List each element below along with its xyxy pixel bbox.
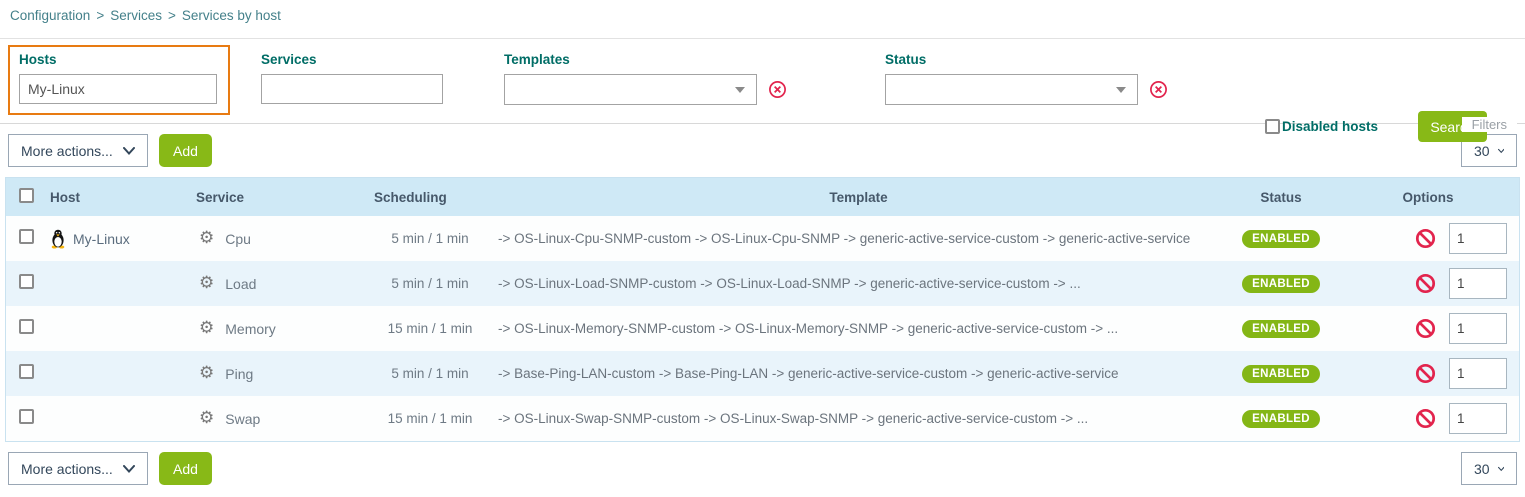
gear-icon: ⚙: [199, 365, 215, 382]
clear-templates-filter-icon[interactable]: [768, 80, 787, 99]
gear-icon: ⚙: [199, 320, 215, 337]
breadcrumb-item-services[interactable]: Services: [110, 8, 162, 23]
status-filter-group: Status: [885, 52, 1168, 105]
status-badge: ENABLED: [1242, 230, 1320, 248]
table-row: ⚙ Load 5 min / 1 min -> OS-Linux-Load-SNM…: [6, 261, 1519, 306]
column-header-status[interactable]: Status: [1260, 189, 1302, 205]
service-name[interactable]: Memory: [225, 320, 276, 337]
chevron-down-icon: [1497, 466, 1504, 471]
status-badge: ENABLED: [1242, 320, 1320, 338]
row-checkbox[interactable]: [19, 408, 34, 424]
duplicate-count-input[interactable]: [1449, 223, 1507, 254]
status-filter-select[interactable]: [885, 74, 1138, 105]
template-chain: -> OS-Linux-Swap-SNMP-custom -> OS-Linux…: [498, 411, 1089, 426]
filters-tab-label: Filters: [1461, 117, 1517, 132]
row-checkbox[interactable]: [19, 363, 34, 379]
column-header-host[interactable]: Host: [50, 189, 80, 205]
disable-service-icon[interactable]: [1415, 318, 1436, 339]
template-chain: -> Base-Ping-LAN-custom -> Base-Ping-LAN…: [498, 366, 1119, 381]
page-size-value: 30: [1474, 460, 1490, 477]
status-filter-label: Status: [885, 52, 927, 67]
breadcrumb-item-services-by-host: Services by host: [181, 8, 281, 23]
disabled-hosts-label: Disabled hosts: [1282, 119, 1379, 134]
bottom-toolbar: More actions... Add 30: [0, 442, 1525, 495]
services-table: Host Service Scheduling Template Status …: [5, 177, 1520, 442]
scheduling-value: 5 min / 1 min: [391, 276, 469, 291]
breadcrumb: Configuration > Services > Services by host: [0, 0, 1525, 38]
table-row: ⚙ Ping 5 min / 1 min -> Base-Ping-LAN-cus…: [6, 351, 1519, 396]
linux-tux-icon: [51, 229, 65, 249]
breadcrumb-item-configuration[interactable]: Configuration: [10, 8, 91, 23]
row-checkbox[interactable]: [19, 228, 34, 244]
select-all-checkbox[interactable]: [19, 188, 34, 203]
filters-panel: Hosts Services Templates Status: [0, 38, 1525, 142]
templates-filter-select[interactable]: [504, 74, 757, 105]
service-name[interactable]: Ping: [225, 365, 254, 382]
hosts-filter-label: Hosts: [19, 52, 57, 67]
more-actions-label: More actions...: [21, 142, 113, 159]
chevron-down-icon: [123, 464, 135, 473]
template-chain: -> OS-Linux-Load-SNMP-custom -> OS-Linux…: [498, 276, 1081, 291]
duplicate-count-input[interactable]: [1449, 313, 1507, 344]
chevron-down-icon: [123, 146, 135, 155]
table-row: My-Linux ⚙ Cpu 5 min / 1 min -> OS-Linux-…: [6, 216, 1519, 261]
status-badge: ENABLED: [1242, 275, 1320, 293]
chevron-down-icon: [1116, 86, 1126, 93]
services-filter-input[interactable]: [261, 74, 443, 104]
scheduling-value: 15 min / 1 min: [387, 321, 473, 336]
column-header-options: Options: [1402, 189, 1454, 205]
table-header-row: Host Service Scheduling Template Status …: [6, 178, 1519, 216]
disable-service-icon[interactable]: [1415, 363, 1436, 384]
template-chain: -> OS-Linux-Memory-SNMP-custom -> OS-Lin…: [498, 321, 1119, 336]
breadcrumb-separator: >: [96, 8, 105, 23]
more-actions-select-bottom[interactable]: More actions...: [8, 452, 148, 485]
table-row: ⚙ Memory 15 min / 1 min -> OS-Linux-Memor…: [6, 306, 1519, 351]
chevron-down-icon: [1497, 148, 1504, 153]
hosts-filter-group: Hosts: [8, 45, 230, 115]
top-toolbar: More actions... Add 30: [0, 124, 1525, 177]
service-name[interactable]: Swap: [225, 410, 261, 427]
gear-icon: ⚙: [199, 410, 215, 427]
service-name[interactable]: Cpu: [225, 230, 251, 247]
duplicate-count-input[interactable]: [1449, 268, 1507, 299]
add-button-top[interactable]: Add: [159, 134, 212, 167]
disable-service-icon[interactable]: [1415, 273, 1436, 294]
disabled-hosts-checkbox[interactable]: [1265, 119, 1280, 134]
disable-service-icon[interactable]: [1415, 408, 1436, 429]
more-actions-label: More actions...: [21, 460, 113, 477]
chevron-down-icon: [735, 86, 745, 93]
templates-filter-label: Templates: [504, 52, 570, 67]
gear-icon: ⚙: [199, 275, 215, 292]
disabled-hosts-group: Disabled hosts: [1265, 119, 1378, 134]
column-header-service[interactable]: Service: [196, 189, 245, 205]
gear-icon: ⚙: [199, 230, 215, 247]
duplicate-count-input[interactable]: [1449, 403, 1507, 434]
hosts-filter-input[interactable]: [19, 74, 217, 104]
page-size-value: 30: [1474, 142, 1490, 159]
scheduling-value: 5 min / 1 min: [391, 231, 469, 246]
scheduling-value: 5 min / 1 min: [391, 366, 469, 381]
table-row: ⚙ Swap 15 min / 1 min -> OS-Linux-Swap-SN…: [6, 396, 1519, 441]
breadcrumb-separator: >: [167, 8, 176, 23]
page-size-select-bottom[interactable]: 30: [1461, 452, 1517, 485]
row-checkbox[interactable]: [19, 273, 34, 289]
more-actions-select-top[interactable]: More actions...: [8, 134, 148, 167]
disable-service-icon[interactable]: [1415, 228, 1436, 249]
add-button-bottom[interactable]: Add: [159, 452, 212, 485]
column-header-scheduling[interactable]: Scheduling: [374, 189, 447, 205]
template-chain: -> OS-Linux-Cpu-SNMP-custom -> OS-Linux-…: [498, 231, 1191, 246]
row-checkbox[interactable]: [19, 318, 34, 334]
clear-status-filter-icon[interactable]: [1149, 80, 1168, 99]
duplicate-count-input[interactable]: [1449, 358, 1507, 389]
scheduling-value: 15 min / 1 min: [387, 411, 473, 426]
templates-filter-group: Templates: [504, 52, 787, 105]
host-name[interactable]: My-Linux: [73, 230, 130, 247]
services-filter-group: Services: [261, 52, 443, 104]
services-filter-label: Services: [261, 52, 317, 67]
service-name[interactable]: Load: [225, 275, 257, 292]
status-badge: ENABLED: [1242, 410, 1320, 428]
status-badge: ENABLED: [1242, 365, 1320, 383]
column-header-template[interactable]: Template: [829, 189, 888, 205]
